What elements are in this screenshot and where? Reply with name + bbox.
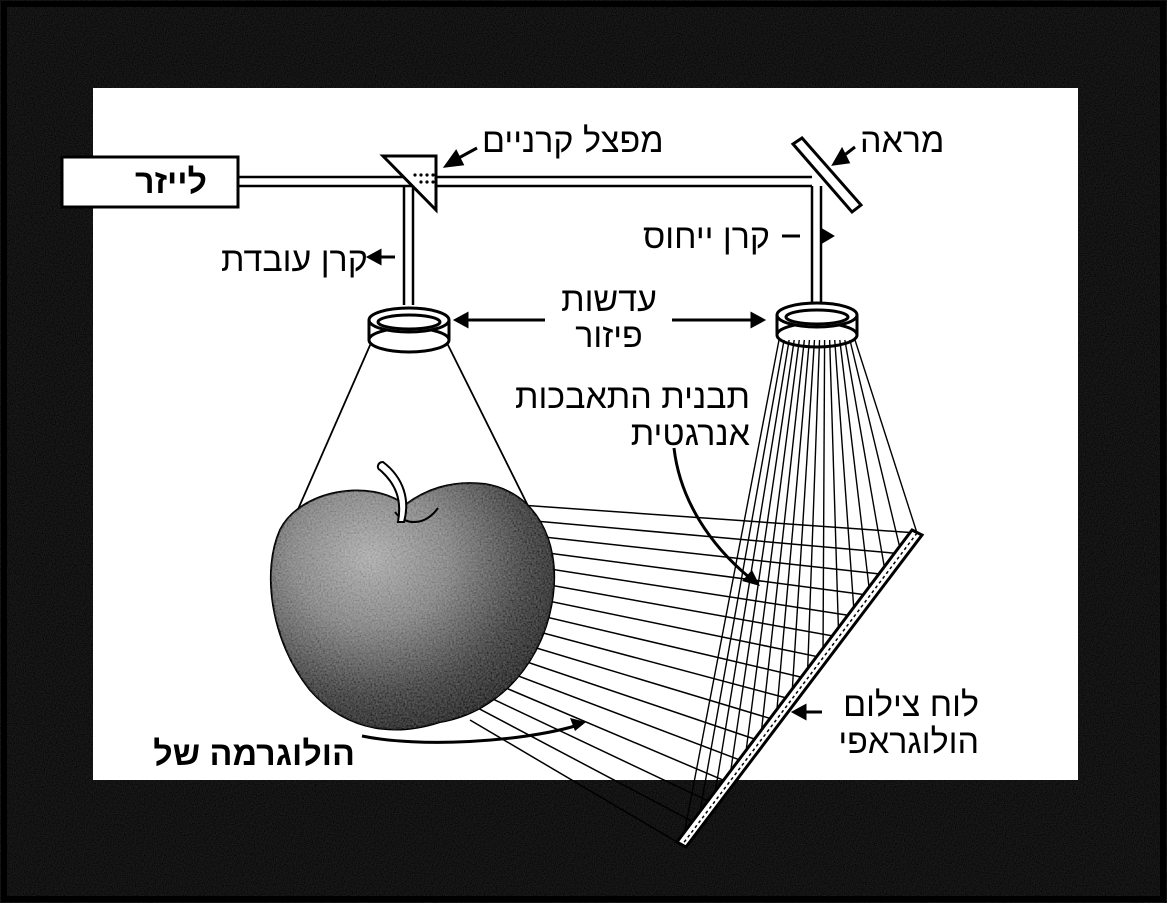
diffusion-lenses-label-1: עדשות [561, 281, 657, 319]
reference-ray [696, 339, 785, 825]
reference-ray [828, 339, 840, 638]
reference-ray [775, 339, 811, 721]
left-diffusion-lens [367, 306, 451, 354]
object-ray [506, 561, 855, 617]
interference-pattern-label-1: תבנית התאבכות [514, 378, 750, 416]
arrowhead [742, 570, 760, 586]
reference-ray [839, 339, 871, 596]
diagram-board [93, 88, 1078, 780]
main-beam [238, 175, 812, 188]
object-ray [499, 590, 824, 659]
mirror [790, 136, 864, 215]
diffusion-lenses-label-2: פיזור [575, 317, 643, 355]
object-ray [476, 690, 714, 805]
reference-ray [822, 339, 826, 658]
reference-ray [743, 339, 800, 762]
holographic-plate-label-2: הולוגראפי [838, 723, 979, 761]
reference-ray [790, 339, 816, 700]
hologram-of-label: הולוגרמה של [153, 735, 355, 773]
reference-ray [854, 339, 918, 534]
interference-pattern-label-2: אנרגטית [630, 415, 750, 453]
mirror-label: מראה [860, 122, 945, 160]
reference-ray [844, 339, 887, 575]
holographic-plate [674, 528, 925, 849]
curved-arrows [361, 447, 751, 744]
object-ray [469, 719, 683, 846]
laser-box [60, 155, 240, 209]
reference-ray [681, 339, 780, 846]
beam-splitter [379, 154, 438, 214]
working-beam-label: קרן עובדת [221, 241, 368, 279]
object-ray [519, 504, 918, 534]
reference-beam-label: קרן ייחוס [643, 218, 770, 256]
reference-ray [806, 339, 821, 679]
holographic-plate-label-1: לוח צילום [843, 686, 979, 724]
reference-ray [849, 339, 903, 554]
apple [269, 460, 556, 731]
object-ray [503, 575, 839, 638]
beam-splitter-label: מפצל קרניים [482, 122, 664, 160]
object-ray [472, 705, 699, 825]
reference-ray [728, 339, 795, 783]
reference-ray [834, 339, 856, 617]
working-beam [402, 186, 415, 305]
right-diffusion-lens [775, 301, 859, 349]
label-arrows [365, 145, 856, 721]
arrowhead [570, 718, 586, 731]
reference-ray [759, 339, 806, 742]
object-ray [479, 676, 730, 784]
laser-label: לייזר [135, 163, 207, 201]
